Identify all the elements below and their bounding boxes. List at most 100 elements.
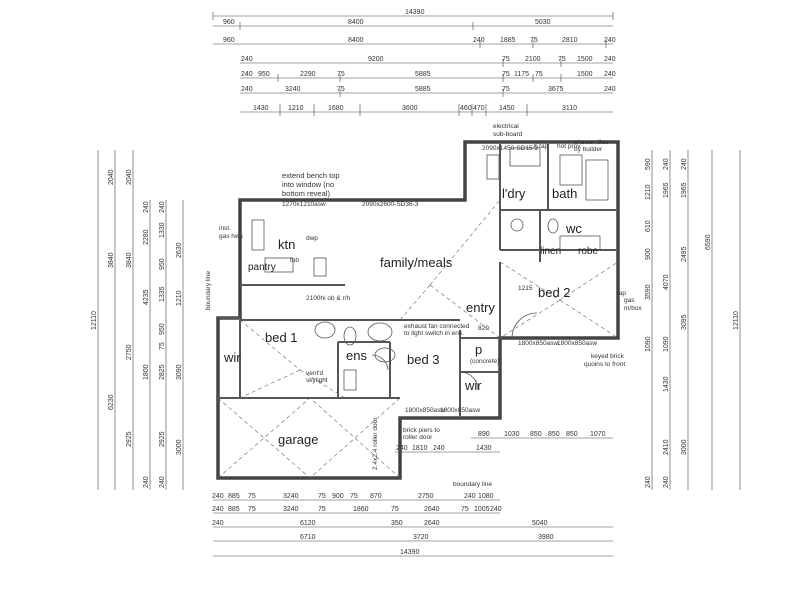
note-hot: hot prov — [557, 143, 581, 150]
dim-label: 2640 — [424, 520, 440, 527]
dim-label: 75 — [248, 506, 256, 513]
dim-label: 3110 — [562, 105, 577, 112]
dim-label: 240 — [604, 86, 616, 93]
dim-label: 1005 — [474, 506, 490, 513]
dim-label: 75 — [535, 71, 543, 78]
dim-label: 2630 — [176, 242, 183, 258]
note-gas-meter: m/box — [624, 305, 642, 312]
note-electrical: electrical — [493, 123, 519, 130]
room-laundry: l'dry — [502, 186, 526, 201]
room-bed2: bed 2 — [538, 285, 571, 300]
dim-label: 3720 — [413, 534, 429, 541]
dim-label: 75 — [337, 86, 345, 93]
dim-label: 1430 — [476, 445, 492, 452]
dim-label: 960 — [223, 37, 235, 44]
dim-label: 900 — [332, 493, 344, 500]
dim-label: 3000 — [176, 439, 183, 455]
dim-label: 3090 — [176, 364, 183, 380]
dim-label: 1965 — [681, 182, 688, 198]
dim-label: 3840 — [126, 252, 133, 268]
dim-label: 1090 — [663, 336, 670, 352]
dim-label: 1500 — [577, 56, 593, 63]
note-gas-hws: gas hws — [219, 233, 244, 240]
dim-label: 240 — [396, 445, 408, 452]
dim-label: 1430 — [253, 105, 269, 112]
dim-label: 3000 — [681, 439, 688, 455]
dim-label: 3240 — [283, 506, 299, 513]
dim-label: 470 — [473, 105, 485, 112]
dim-label: 900 — [645, 248, 652, 260]
note-window-family: 2090x2600-SD36-3 — [362, 201, 419, 208]
dim-label: 2750 — [418, 493, 434, 500]
dim-label: 950 — [159, 258, 166, 270]
note-brick-piers: roller door — [403, 434, 433, 441]
note-bench: extend bench top — [282, 171, 340, 180]
dim-label: 885 — [228, 506, 240, 513]
note-gas-meter: gas — [624, 297, 635, 304]
dim-label: 885 — [228, 493, 240, 500]
dim-label: 6230 — [108, 394, 115, 410]
note-tap: X tap — [533, 143, 549, 150]
room-entry: entry — [466, 300, 495, 315]
dim-label: 240 — [464, 493, 476, 500]
dim-label: 75 — [337, 71, 345, 78]
dim-label: 240 — [604, 56, 616, 63]
dim-label: 5040 — [532, 520, 548, 527]
room-ensuite: ens — [346, 348, 367, 363]
dim-label: 240 — [159, 201, 166, 213]
dim-label: 6710 — [300, 534, 316, 541]
dim-label: 5030 — [535, 19, 551, 26]
dim-label: 1210 — [288, 105, 304, 112]
room-labels: family/meals ktn bed 1 bed 2 bed 3 garag… — [223, 186, 598, 447]
dim-label: 2410 — [663, 439, 670, 455]
note-entry-dim2: 820 — [478, 325, 489, 332]
dim-label: 2290 — [300, 71, 316, 78]
dim-label: 2100 — [525, 56, 541, 63]
dim-label: 240 — [663, 158, 670, 170]
dim-label: 3240 — [283, 493, 299, 500]
dim-label: 240 — [143, 201, 150, 213]
note-entry-dim: 1215 — [518, 285, 533, 292]
dim-label: 890 — [478, 431, 490, 438]
internal-walls — [218, 142, 618, 418]
fixtures — [251, 147, 609, 391]
porch-note: (concrete) — [470, 358, 499, 365]
note-brick-piers: brick piers to — [403, 427, 440, 434]
dim-label: 3590 — [645, 284, 652, 300]
room-bed1: bed 1 — [265, 330, 298, 345]
dim-label: 1330 — [159, 222, 166, 238]
dim-label: 6590 — [705, 234, 712, 250]
dim-label: 75 — [248, 493, 256, 500]
dim-label: 240 — [241, 86, 253, 93]
dim-label: 1335 — [159, 286, 166, 302]
dim-label: 950 — [159, 323, 166, 335]
note-shower: by builder — [574, 146, 603, 153]
note-gas-hws: inst. — [219, 225, 231, 232]
dim-label: 240 — [212, 506, 224, 513]
room-pantry: pantry — [248, 262, 276, 273]
dim-label: 5885 — [415, 86, 431, 93]
room-garage: garage — [278, 432, 318, 447]
dim-label: 1885 — [500, 37, 516, 44]
right-dimensions: 590 1210 610 900 3590 1090 240 240 1965 … — [645, 150, 741, 490]
dim-label: 75 — [502, 56, 510, 63]
dim-label: 950 — [258, 71, 270, 78]
dim-label: 240 — [490, 506, 502, 513]
room-family-meals: family/meals — [380, 255, 453, 270]
note-window-bed3a: 1800x850asw — [405, 407, 445, 414]
room-wc: wc — [565, 221, 582, 236]
dim-label: 75 — [350, 493, 358, 500]
dim-label: 75 — [502, 86, 510, 93]
note-boundary: boundary line — [453, 481, 492, 488]
dim-label: 75 — [461, 506, 469, 513]
dim-label: 2810 — [562, 37, 578, 44]
dim-label: 1175 — [514, 71, 529, 78]
note-electrical: sub-board — [493, 131, 523, 138]
note-window-bed2b: 1800x850asw — [557, 340, 597, 347]
dim-label: 3600 — [402, 105, 418, 112]
dim-label: 1500 — [577, 71, 593, 78]
dim-label: 240 — [645, 476, 652, 488]
dim-label: 6120 — [300, 520, 316, 527]
dim-label: 240 — [212, 493, 224, 500]
top-dimensions: 14390 960 8400 5030 960 8400 240 1885 75… — [212, 9, 616, 116]
